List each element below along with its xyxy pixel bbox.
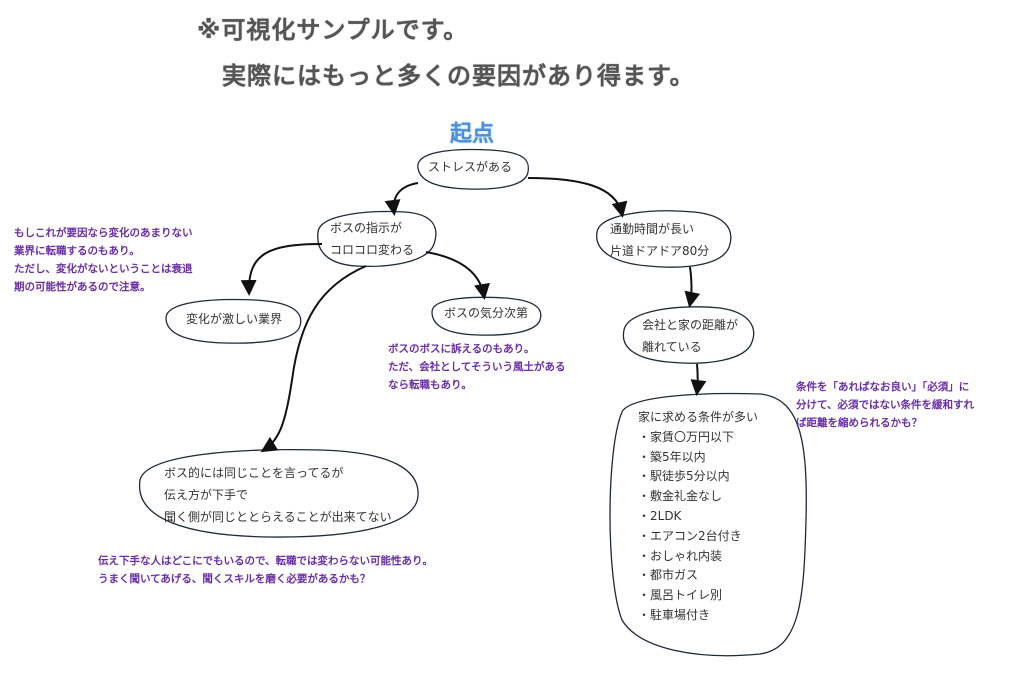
arrow-commute-to-distance (684, 266, 701, 308)
node-commute-line-2: 片道ドアドア80分 (610, 244, 710, 258)
node-communication: ボス的には同じことを言ってるが 伝え方が下手で 聞く側が同じととらえることが出来… (164, 462, 392, 528)
bubble-boss-instructions (317, 210, 437, 268)
node-industry-change: 変化が激しい業界 (186, 308, 282, 330)
node-home-conditions: 家に求める条件が多い ・家賃〇万円以下 ・築5年以内 ・駅徒歩5分以内 ・敷金礼… (638, 408, 758, 626)
home-condition-item: ・敷金礼金なし (638, 489, 723, 504)
arrow-distance-to-home (690, 363, 707, 396)
node-stress-line: ストレスがある (428, 160, 513, 174)
note-industry-line-3: ただし、変化がないということは衰退 (14, 263, 193, 275)
note-boss-mood-line-3: なら転職もあり。 (388, 379, 472, 391)
note-communication-line-2: うまく聞いてあげる、聞くスキルを磨く必要があるかも？ (98, 573, 371, 585)
node-commute: 通勤時間が長い 片道ドアドア80分 (610, 218, 709, 262)
note-boss-mood-line-2: ただ、会社としてそういう風土がある (388, 361, 566, 373)
note-boss-mood-line-1: ボスのボスに訴えるのもあり。 (388, 343, 535, 355)
start-label: 起点 (450, 122, 495, 147)
home-condition-item: ・駐車場付き (638, 607, 711, 622)
home-condition-item: ・家賃〇万円以下 (638, 429, 735, 444)
node-boss-mood: ボスの気分次第 (444, 302, 528, 324)
header-note-line-2: 実際にはもっと多くの要因があり得ます。 (222, 62, 695, 90)
bubble-boss-mood (431, 296, 542, 336)
home-condition-item: ・都市ガス (638, 568, 699, 583)
note-industry-line-4: 期の可能性があるので注意。 (14, 281, 151, 293)
home-condition-item: ・風呂トイレ別 (638, 588, 723, 603)
node-boss-instructions-line-2: コロコロ変わる (330, 243, 415, 257)
arrow-boss-to-communication (260, 265, 367, 453)
bubble-industry-change (165, 298, 302, 344)
arrow-boss-to-industry (240, 243, 323, 296)
home-condition-item: ・2LDK (638, 508, 682, 523)
node-industry-change-line: 変化が激しい業界 (186, 312, 283, 326)
home-condition-item: ・駅徒歩5分以内 (638, 469, 730, 484)
node-distance-line-1: 会社と家の距離が (642, 318, 739, 332)
node-stress: ストレスがある (428, 156, 512, 178)
note-communication-line-1: 伝え下手な人はどこにでもいるので、転職では変わらない可能性あり。 (98, 555, 433, 567)
note-industry-line-1: もしこれが要因なら変化のあまりない (14, 227, 193, 239)
node-communication-line-1: ボス的には同じことを言ってるが (164, 466, 344, 480)
home-condition-item: ・おしゃれ内装 (638, 548, 723, 563)
note-communication: 伝え下手な人はどこにでもいるので、転職では変わらない可能性あり。 うまく聞いてあ… (98, 552, 433, 588)
bubble-distance (622, 306, 755, 364)
bubble-home-conditions (609, 392, 807, 657)
node-distance-line-2: 離れている (642, 340, 702, 354)
node-communication-line-3: 聞く側が同じととらえることが出来てない (164, 510, 392, 524)
home-condition-item: ・エアコン2台付き (638, 528, 742, 543)
node-commute-line-1: 通勤時間が長い (610, 222, 695, 236)
note-boss-mood: ボスのボスに訴えるのもあり。 ただ、会社としてそういう風土がある なら転職もあり… (388, 340, 566, 394)
home-condition-item: ・築5年以内 (638, 449, 706, 464)
note-conditions-line-2: 分けて、必須ではない条件を緩和すれ (796, 399, 974, 411)
header-note-line-1: ※可視化サンプルです。 (197, 16, 469, 44)
note-industry-line-2: 業界に転職するのもあり。 (14, 245, 140, 257)
arrow-boss-to-mood (425, 251, 490, 300)
note-conditions-line-1: 条件を「あればなお良い」「必須」に (796, 381, 970, 393)
node-communication-line-2: 伝え方が下手で (164, 488, 249, 502)
node-boss-mood-line: ボスの気分次第 (444, 306, 529, 320)
note-conditions: 条件を「あればなお良い」「必須」に 分けて、必須ではない条件を緩和すれ ば距離を… (796, 378, 974, 432)
arrow-stress-to-boss (384, 182, 419, 216)
note-industry: もしこれが要因なら変化のあまりない 業界に転職するのもあり。 ただし、変化がない… (14, 224, 193, 296)
bubble-commute (596, 210, 732, 268)
node-boss-instructions-line-1: ボスの指示が (330, 221, 403, 235)
note-conditions-line-3: ば距離を縮められるかも？ (796, 417, 922, 429)
bubble-communication (138, 449, 419, 538)
arrow-stress-to-commute (527, 177, 628, 218)
node-boss-instructions: ボスの指示が コロコロ変わる (330, 217, 414, 261)
node-distance: 会社と家の距離が 離れている (642, 314, 738, 358)
home-conditions-heading: 家に求める条件が多い (638, 410, 759, 424)
bubble-stress (417, 148, 530, 190)
